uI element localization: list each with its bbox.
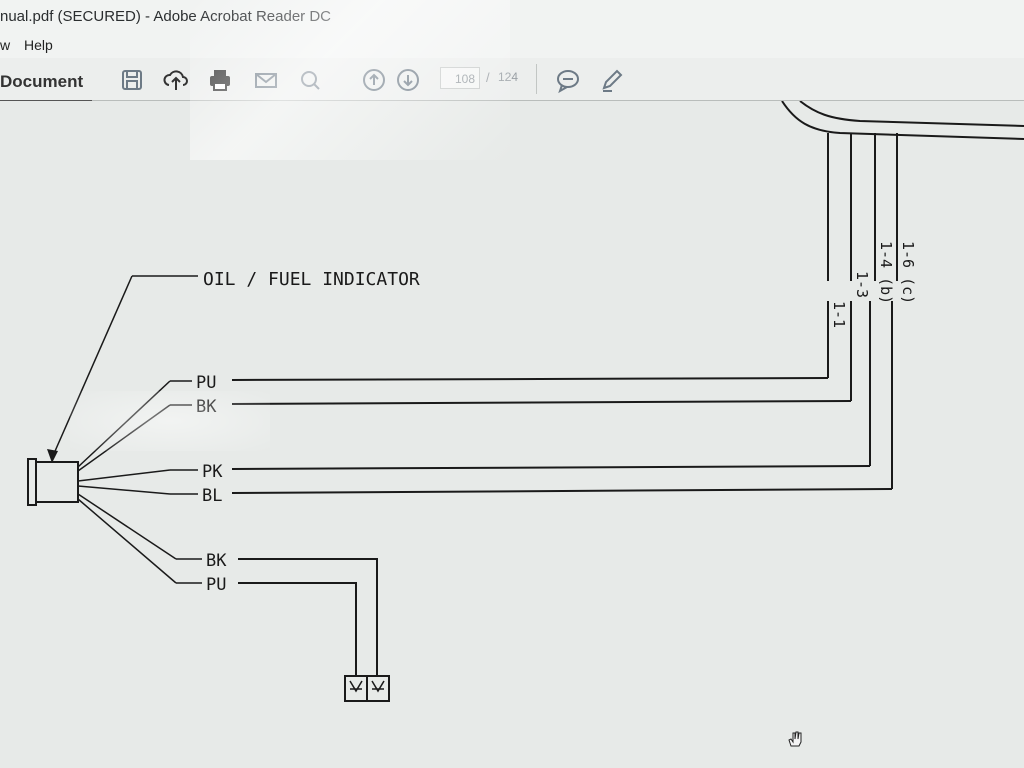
wiring-diagram: 1-1 1-3 1-4 (b) 1-6 (c) PU BK PK BL BK P… — [27, 101, 1024, 702]
wire-label-bk-lower: BK — [206, 551, 227, 571]
terminal-connector — [344, 675, 390, 702]
wire-label-pu-lower: PU — [206, 575, 226, 595]
menu-item-window[interactable]: w — [0, 37, 11, 53]
save-icon[interactable] — [118, 66, 146, 94]
page-separator: / — [486, 70, 490, 85]
wire-pk — [231, 465, 871, 470]
pen-icon[interactable] — [598, 66, 626, 94]
indicator-connector — [33, 461, 79, 503]
toolbar-divider — [536, 64, 537, 94]
wire-label-pk: PK — [202, 462, 223, 482]
wire-label-bl: BL — [202, 486, 222, 506]
pin-label-1-6: 1-6 (c) — [899, 241, 917, 304]
comment-icon[interactable] — [554, 66, 582, 94]
tab-document[interactable]: Document — [0, 72, 84, 91]
search-icon[interactable] — [296, 66, 324, 94]
window-titlebar: nual.pdf (SECURED) - Adobe Acrobat Reade… — [0, 0, 1024, 32]
indicator-title: OIL / FUEL INDICATOR — [203, 269, 420, 290]
page-total: 124 — [498, 70, 519, 84]
wire-label-pu: PU — [196, 373, 216, 393]
email-icon[interactable] — [252, 66, 280, 94]
wire-bl — [231, 488, 893, 494]
menu-bar: w Help — [0, 32, 1024, 58]
upload-cloud-icon[interactable] — [162, 66, 190, 94]
wire-pu — [231, 377, 829, 381]
menu-item-help[interactable]: Help — [24, 37, 53, 53]
page-down-icon[interactable] — [394, 66, 422, 94]
pin-label-1-1: 1-1 — [830, 301, 848, 328]
pin-label-1-3: 1-3 — [853, 271, 871, 298]
toolbar: Document 108 / 124 — [0, 58, 1024, 101]
page-number-input[interactable]: 108 — [440, 67, 480, 89]
print-icon[interactable] — [206, 66, 234, 94]
window-title: nual.pdf (SECURED) - Adobe Acrobat Reade… — [0, 8, 331, 25]
wire-bk — [231, 400, 852, 405]
pin-label-1-4: 1-4 (b) — [877, 241, 895, 304]
document-page[interactable]: 1-1 1-3 1-4 (b) 1-6 (c) PU BK PK BL BK P… — [0, 101, 1024, 768]
wire-label-bk: BK — [196, 397, 217, 417]
hand-cursor-icon — [788, 731, 802, 747]
page-up-icon[interactable] — [360, 66, 388, 94]
